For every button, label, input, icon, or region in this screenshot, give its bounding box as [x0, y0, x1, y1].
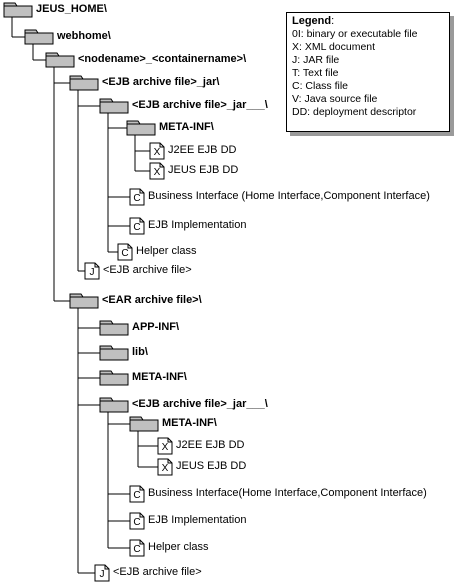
- file-label: <EJB archive file>: [103, 264, 192, 276]
- folder-icon: [99, 98, 129, 114]
- folder-label: webhome\: [57, 30, 111, 42]
- folder-label: META-INF\: [159, 121, 214, 133]
- file-icon: C: [129, 512, 145, 530]
- file-icon: C: [129, 217, 145, 235]
- file-label: JEUS EJB DD: [168, 164, 239, 176]
- legend-item: C: Class file: [292, 80, 349, 92]
- file-icon: J: [94, 564, 110, 582]
- file-icon: C: [129, 539, 145, 557]
- folder-label: JEUS_HOME\: [36, 3, 107, 15]
- file-label: Helper class: [136, 245, 197, 257]
- file-icon: C: [129, 485, 145, 503]
- file-type-letter: J: [90, 267, 95, 278]
- folder-label: lib\: [132, 346, 148, 358]
- folder-icon: [69, 293, 99, 309]
- folder-label: META-INF\: [132, 371, 187, 383]
- file-label: J2EE EJB DD: [176, 439, 245, 451]
- file-label: JEUS EJB DD: [176, 460, 247, 472]
- file-type-letter: X: [154, 147, 161, 158]
- file-label: J2EE EJB DD: [168, 144, 237, 156]
- file-label: EJB Implementation: [148, 514, 247, 526]
- legend-item: X: XML document: [292, 41, 376, 53]
- legend-box: Legend: 0I: binary or executable file X:…: [286, 12, 450, 132]
- folder-icon: [3, 2, 33, 18]
- folder-icon: [69, 75, 99, 91]
- folder-label: <EJB archive file>_jar\: [102, 76, 220, 88]
- file-icon: C: [129, 188, 145, 206]
- file-icon: X: [157, 437, 173, 455]
- folder-icon: [99, 397, 129, 413]
- folder-icon: [99, 345, 129, 361]
- folder-label: <EJB archive file>_jar___\: [132, 99, 268, 111]
- folder-icon: [45, 52, 75, 68]
- file-icon: J: [84, 262, 100, 280]
- file-type-letter: C: [133, 544, 140, 555]
- file-type-letter: J: [100, 569, 105, 580]
- file-icon: C: [117, 243, 133, 261]
- file-type-letter: X: [162, 442, 169, 453]
- file-label: EJB Implementation: [148, 219, 247, 231]
- connector-lines: [11, 17, 158, 574]
- folder-icon: [129, 416, 159, 432]
- file-label: Business Interface(Home Interface,Compon…: [148, 487, 427, 499]
- legend-item: V: Java source file: [292, 93, 378, 105]
- folder-label: <EJB archive file>_jar___\: [132, 398, 268, 410]
- file-label: <EJB archive file>: [113, 566, 202, 578]
- file-type-letter: C: [133, 490, 140, 501]
- legend-item: J: JAR file: [292, 54, 340, 66]
- folder-icon: [126, 120, 156, 136]
- file-type-letter: C: [121, 248, 128, 259]
- legend-item: DD: deployment descriptor: [292, 106, 417, 118]
- folder-label: <nodename>_<containername>\: [78, 53, 247, 65]
- folder-label: APP-INF\: [132, 321, 180, 333]
- file-type-letter: C: [133, 517, 140, 528]
- folder-label: <EAR archive file>\: [102, 294, 202, 306]
- folder-icon: [99, 370, 129, 386]
- file-icon: X: [149, 162, 165, 180]
- legend-item: 0I: binary or executable file: [292, 28, 418, 40]
- file-icon: X: [149, 142, 165, 160]
- file-type-letter: C: [133, 222, 140, 233]
- folder-icon: [99, 320, 129, 336]
- file-label: Helper class: [148, 541, 209, 553]
- legend-item: T: Text file: [292, 67, 339, 79]
- file-label: Business Interface (Home Interface,Compo…: [148, 190, 430, 202]
- legend-title: Legend:: [292, 15, 335, 27]
- folder-label: META-INF\: [162, 417, 217, 429]
- file-type-letter: X: [162, 463, 169, 474]
- file-type-letter: X: [154, 167, 161, 178]
- folder-icon: [24, 29, 54, 45]
- file-type-letter: C: [133, 193, 140, 204]
- file-icon: X: [157, 458, 173, 476]
